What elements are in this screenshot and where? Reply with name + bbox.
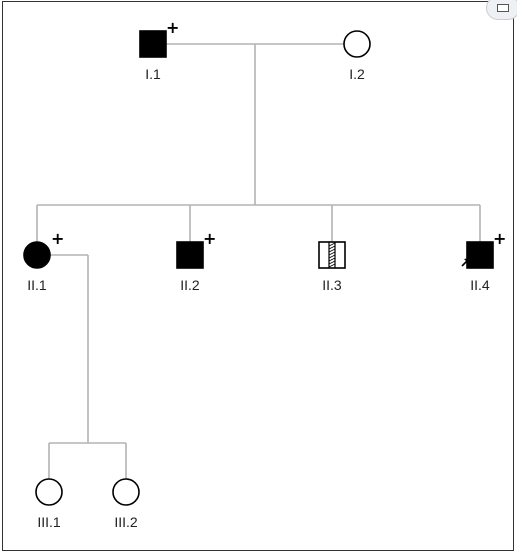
individual-label: I.1 [145,66,161,82]
individual-ii-2: + II.2 [176,229,216,293]
individual-i-2: I.2 [343,30,371,82]
individual-label: II.2 [180,277,200,293]
relationship-lines [36,43,481,479]
affected-male-symbol [176,241,204,269]
individual-label: III.2 [114,514,138,530]
tested-marker: + [51,229,64,248]
male-symbol [318,241,346,269]
individual-label: II.1 [27,277,47,293]
individual-ii-3: II.3 [318,241,346,293]
individual-i-1: + I.1 [139,18,179,82]
individual-ii-4: + II.4 [461,229,506,293]
female-symbol [343,30,371,58]
affected-male-symbol [466,241,494,269]
affected-female-symbol [23,241,51,269]
tested-marker: + [203,229,216,248]
individual-label: II.3 [322,277,342,293]
individual-label: I.2 [349,66,365,82]
individual-label: II.4 [470,277,490,293]
individual-label: III.1 [37,514,61,530]
tested-marker: + [166,18,179,37]
individual-iii-2: III.2 [112,478,140,530]
female-symbol [35,478,63,506]
window-restore-button[interactable] [486,0,517,20]
individual-ii-1: + II.1 [23,229,64,293]
affected-male-symbol [139,30,167,58]
proband-arrow-icon [461,258,470,267]
carrier-stripe [328,242,336,268]
window-restore-icon [497,4,509,12]
female-symbol [112,478,140,506]
tested-marker: + [493,229,506,248]
individual-iii-1: III.1 [35,478,63,530]
